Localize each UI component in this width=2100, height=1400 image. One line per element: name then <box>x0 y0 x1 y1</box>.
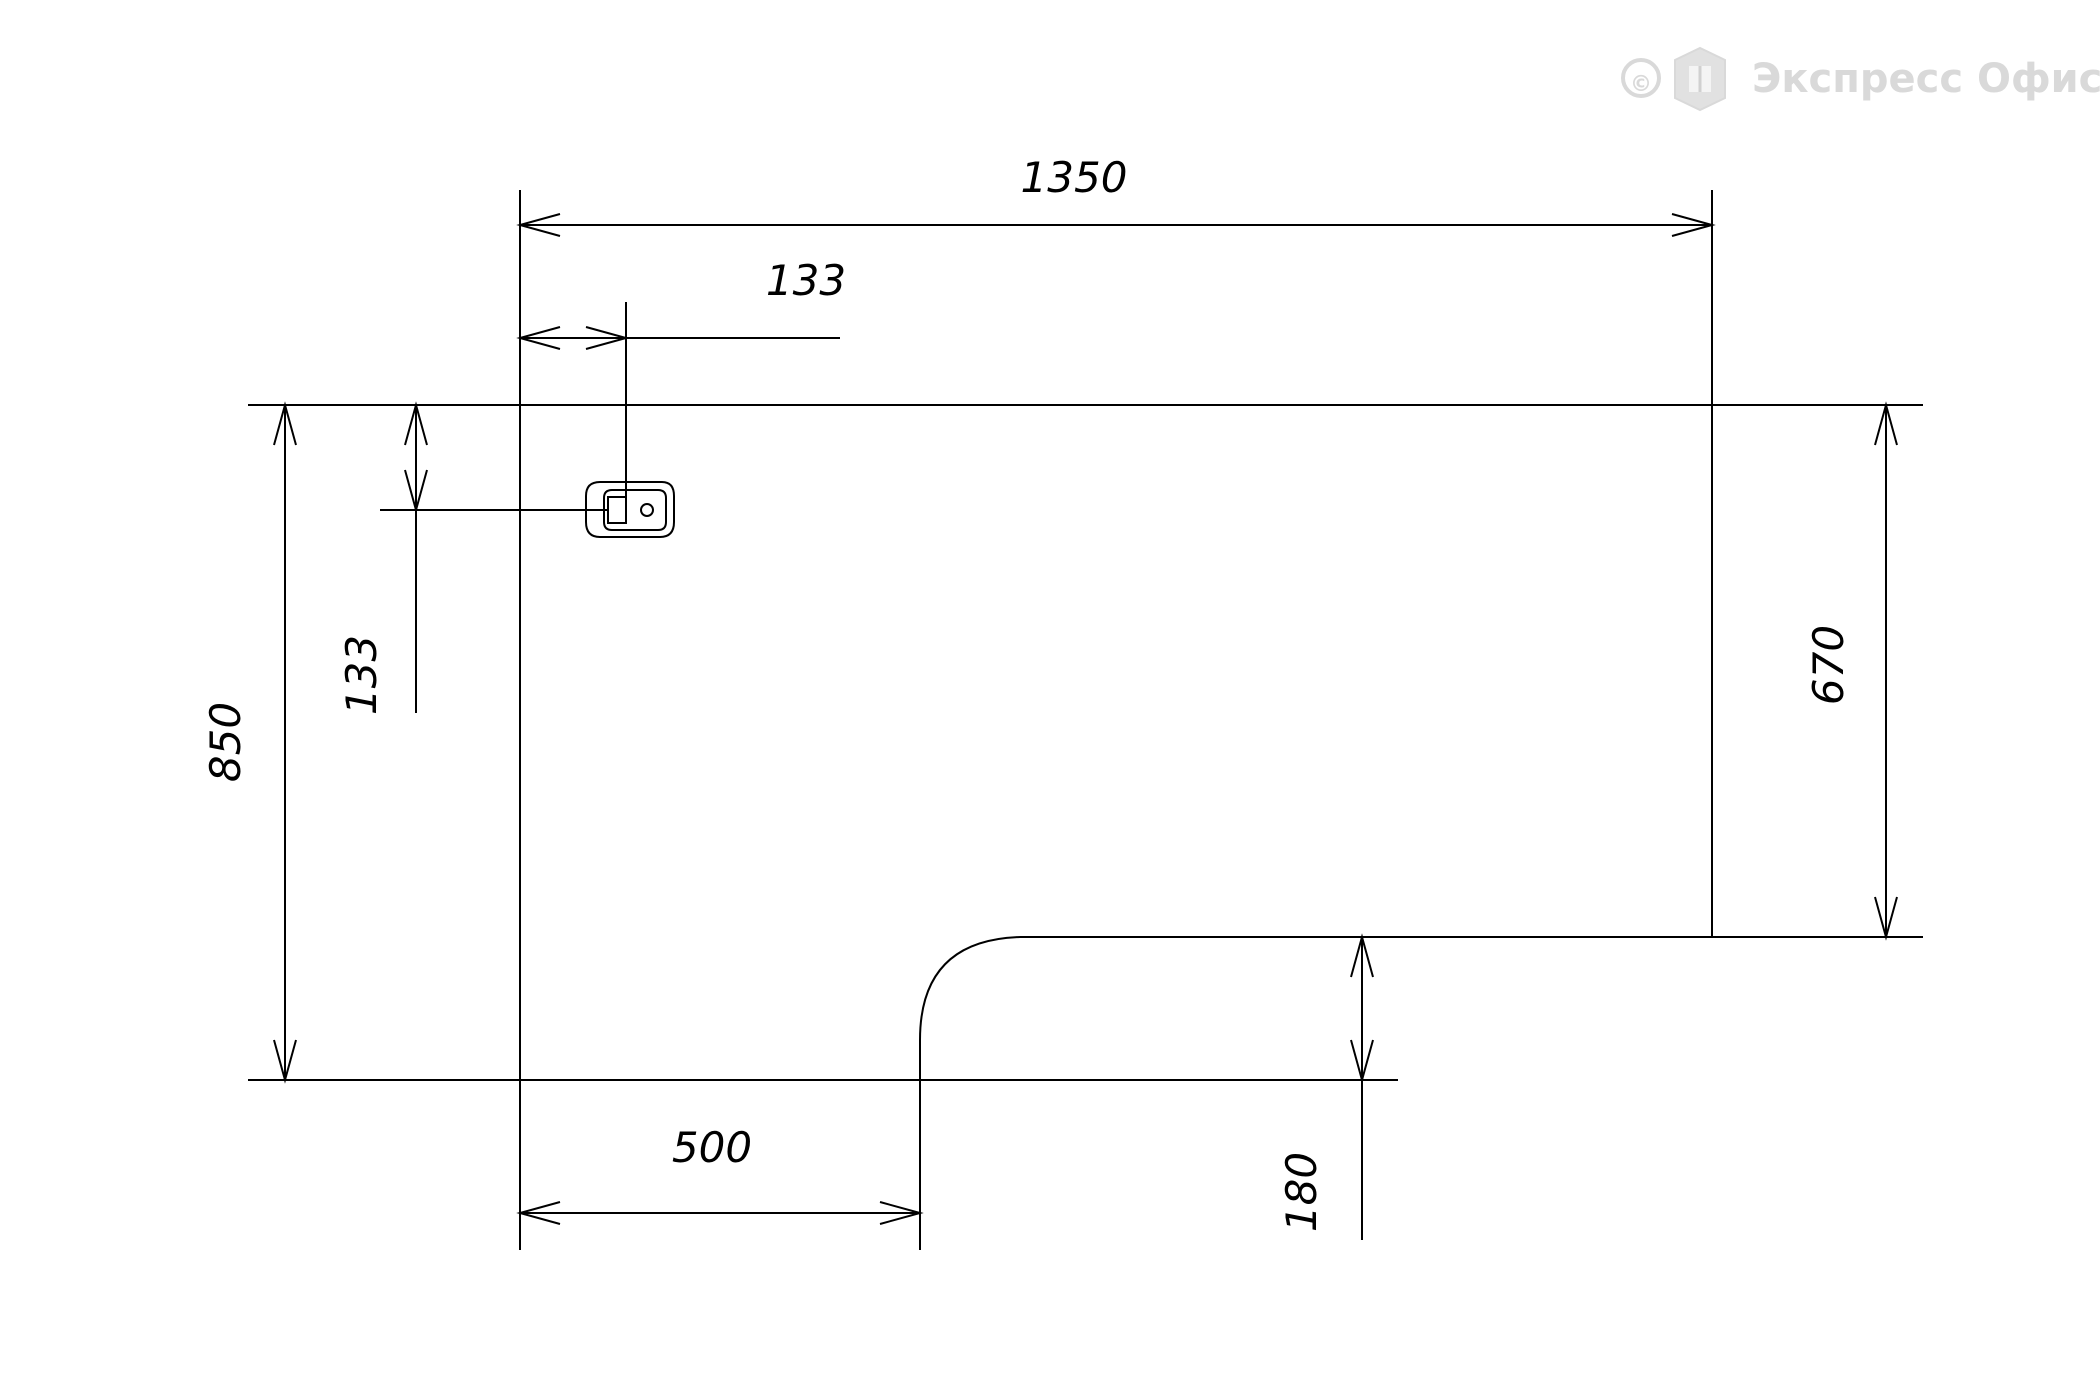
tabletop-outline <box>519 404 1713 1080</box>
dim-cutout-width: 500 <box>672 1123 752 1172</box>
dim-right-depth: 670 <box>1804 625 1853 705</box>
dim-total-depth: 850 <box>201 702 250 782</box>
copyright-symbol: © <box>1630 72 1652 97</box>
copyright-icon <box>1621 58 1661 98</box>
brand-name: Экспресс Офис <box>1752 56 2100 102</box>
brand-logo-icon <box>1674 46 1726 112</box>
dim-hole-offset-y: 133 <box>337 635 386 715</box>
watermark: © Экспресс Офис <box>1621 46 2100 112</box>
dim-hole-offset-x: 133 <box>766 256 846 305</box>
dim-cutout-depth: 180 <box>1277 1152 1326 1232</box>
dim-total-width: 1350 <box>1021 153 1128 202</box>
extension-lines <box>248 190 1923 1250</box>
dimension-lines <box>273 213 1898 1225</box>
cable-hole-icon <box>585 481 675 538</box>
